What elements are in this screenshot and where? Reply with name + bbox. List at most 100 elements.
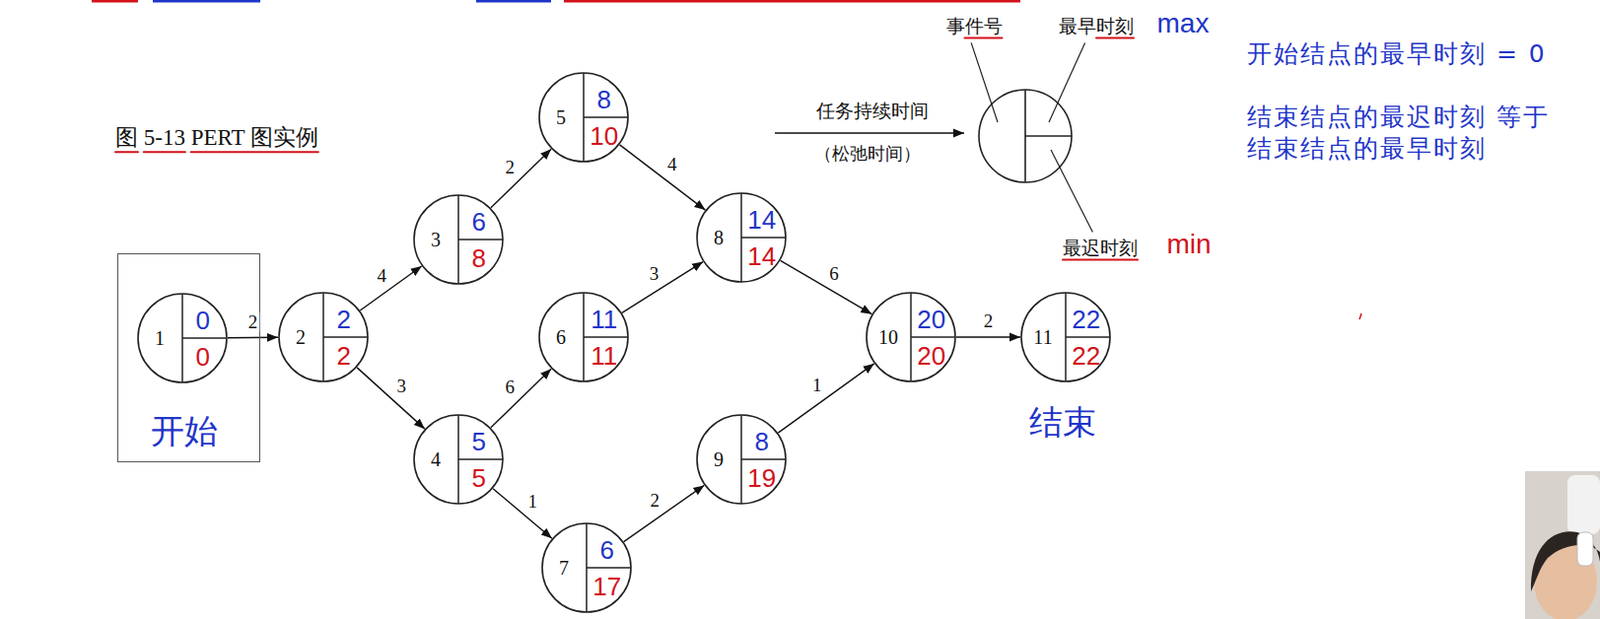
event-circle: 2 2 2 — [278, 291, 369, 383]
activity-arrow — [620, 144, 706, 210]
duration-label: 6 — [827, 263, 841, 284]
activity-arrow — [956, 336, 1021, 338]
legend-arrow — [774, 132, 965, 135]
latest-time: 2 — [336, 343, 350, 369]
earliest-time: 14 — [747, 207, 776, 233]
duration-label: 2 — [648, 489, 663, 511]
leader-line — [1048, 42, 1086, 123]
duration-label: 6 — [503, 376, 518, 398]
pen-underline — [191, 150, 319, 153]
event-number: 4 — [430, 449, 441, 470]
latest-time: 10 — [589, 123, 619, 149]
earliest-time: 11 — [590, 306, 618, 333]
latest-time: 0 — [195, 344, 209, 370]
event-circle: 10 20 20 — [865, 291, 957, 383]
top-stroke — [563, 0, 1021, 3]
event-circle-outline — [413, 414, 504, 505]
top-stroke — [91, 0, 139, 3]
legend-label: （松弛时间） — [814, 142, 921, 165]
latest-time: 17 — [592, 573, 622, 600]
activity-arrow — [492, 488, 553, 540]
pen-underline — [965, 37, 1003, 40]
earliest-time: 0 — [195, 307, 209, 334]
earliest-time: 6 — [471, 208, 486, 235]
rule-note: 结束结点的最迟时刻 等于 结束结点的最早时刻 — [1247, 101, 1573, 165]
leader-line — [971, 42, 998, 123]
latest-time: 8 — [471, 245, 486, 272]
rule-note: 开始结点的最早时刻 = 0 — [1247, 38, 1547, 70]
event-number: 8 — [713, 227, 724, 248]
handwritten-note: 开始 — [150, 414, 218, 448]
duration-label: 2 — [246, 311, 261, 333]
event-circle: 5 8 10 — [538, 71, 629, 163]
legend-label: 最迟时刻 — [1062, 236, 1138, 260]
event-circle: 4 5 5 — [413, 414, 504, 505]
event-number: 6 — [556, 327, 566, 348]
latest-time: 22 — [1071, 343, 1101, 369]
earliest-time: 20 — [916, 306, 946, 333]
event-circle: 8 14 14 — [695, 192, 787, 283]
earliest-time: 8 — [754, 428, 768, 455]
earliest-time: 2 — [336, 306, 350, 333]
handwritten-note: 结束 — [1029, 402, 1097, 443]
earliest-time: 6 — [599, 537, 614, 563]
earliest-time: 5 — [471, 428, 486, 455]
event-number: 3 — [430, 229, 441, 250]
event-circle: 3 6 8 — [413, 194, 504, 285]
event-circle: 9819 — [695, 414, 787, 505]
start-group-box: 开始 1 0 0 — [117, 253, 261, 463]
top-stroke — [152, 0, 261, 3]
handwritten-note: max — [1157, 6, 1210, 41]
event-circle: 7 6 17 — [541, 522, 632, 614]
pen-mark — [1359, 313, 1362, 320]
legend-label: 事件号 — [946, 14, 1003, 38]
activity-arrow — [780, 260, 873, 314]
figure-title: 图 5-13 PERT 图实例 — [115, 124, 319, 152]
pen-underline — [1096, 37, 1134, 40]
event-number: 9 — [713, 449, 724, 470]
pen-underline — [115, 150, 139, 153]
event-number: 11 — [1033, 327, 1052, 348]
duration-label: 4 — [374, 265, 389, 286]
duration-label: 2 — [981, 311, 996, 333]
activity-arrow — [624, 485, 705, 542]
event-number: 1 — [154, 328, 165, 348]
duration-label: 1 — [810, 375, 825, 397]
latest-time: 20 — [916, 343, 946, 369]
event-circle-outline — [137, 292, 228, 384]
activity-arrow — [777, 363, 874, 433]
top-stroke — [476, 0, 552, 3]
activity-arrow — [227, 337, 279, 340]
handwritten-note: min — [1166, 227, 1211, 262]
legend-label: 任务持续时间 — [816, 99, 929, 123]
pen-underline — [1062, 259, 1138, 262]
activity-arrow — [356, 367, 425, 429]
activity-arrow — [359, 266, 421, 311]
activity-arrow — [490, 368, 552, 428]
event-circle: 1 0 0 — [137, 292, 228, 384]
duration-label: 1 — [526, 490, 541, 512]
activity-arrow — [622, 262, 703, 314]
video-thumbnail — [1525, 471, 1600, 619]
earliest-time: 22 — [1071, 306, 1101, 333]
earliest-time: 8 — [596, 86, 611, 113]
event-number: 2 — [295, 327, 306, 348]
pen-underline — [143, 150, 186, 153]
event-circle-outline — [278, 291, 369, 383]
duration-label: 4 — [665, 154, 680, 176]
latest-time: 14 — [747, 243, 776, 270]
activity-arrow — [490, 148, 552, 209]
event-circle: 61111 — [538, 291, 629, 383]
duration-label: 3 — [647, 264, 662, 285]
event-circle-outline — [413, 194, 504, 285]
event-circle: 11 22 22 — [1020, 291, 1112, 383]
event-number: 10 — [878, 327, 899, 348]
legend-label: 最早时刻 — [1058, 14, 1134, 38]
legend-divider — [1025, 135, 1072, 138]
event-number: 7 — [558, 557, 569, 578]
leader-line — [1050, 149, 1093, 233]
latest-time: 5 — [471, 465, 486, 491]
event-number: 5 — [556, 107, 566, 128]
